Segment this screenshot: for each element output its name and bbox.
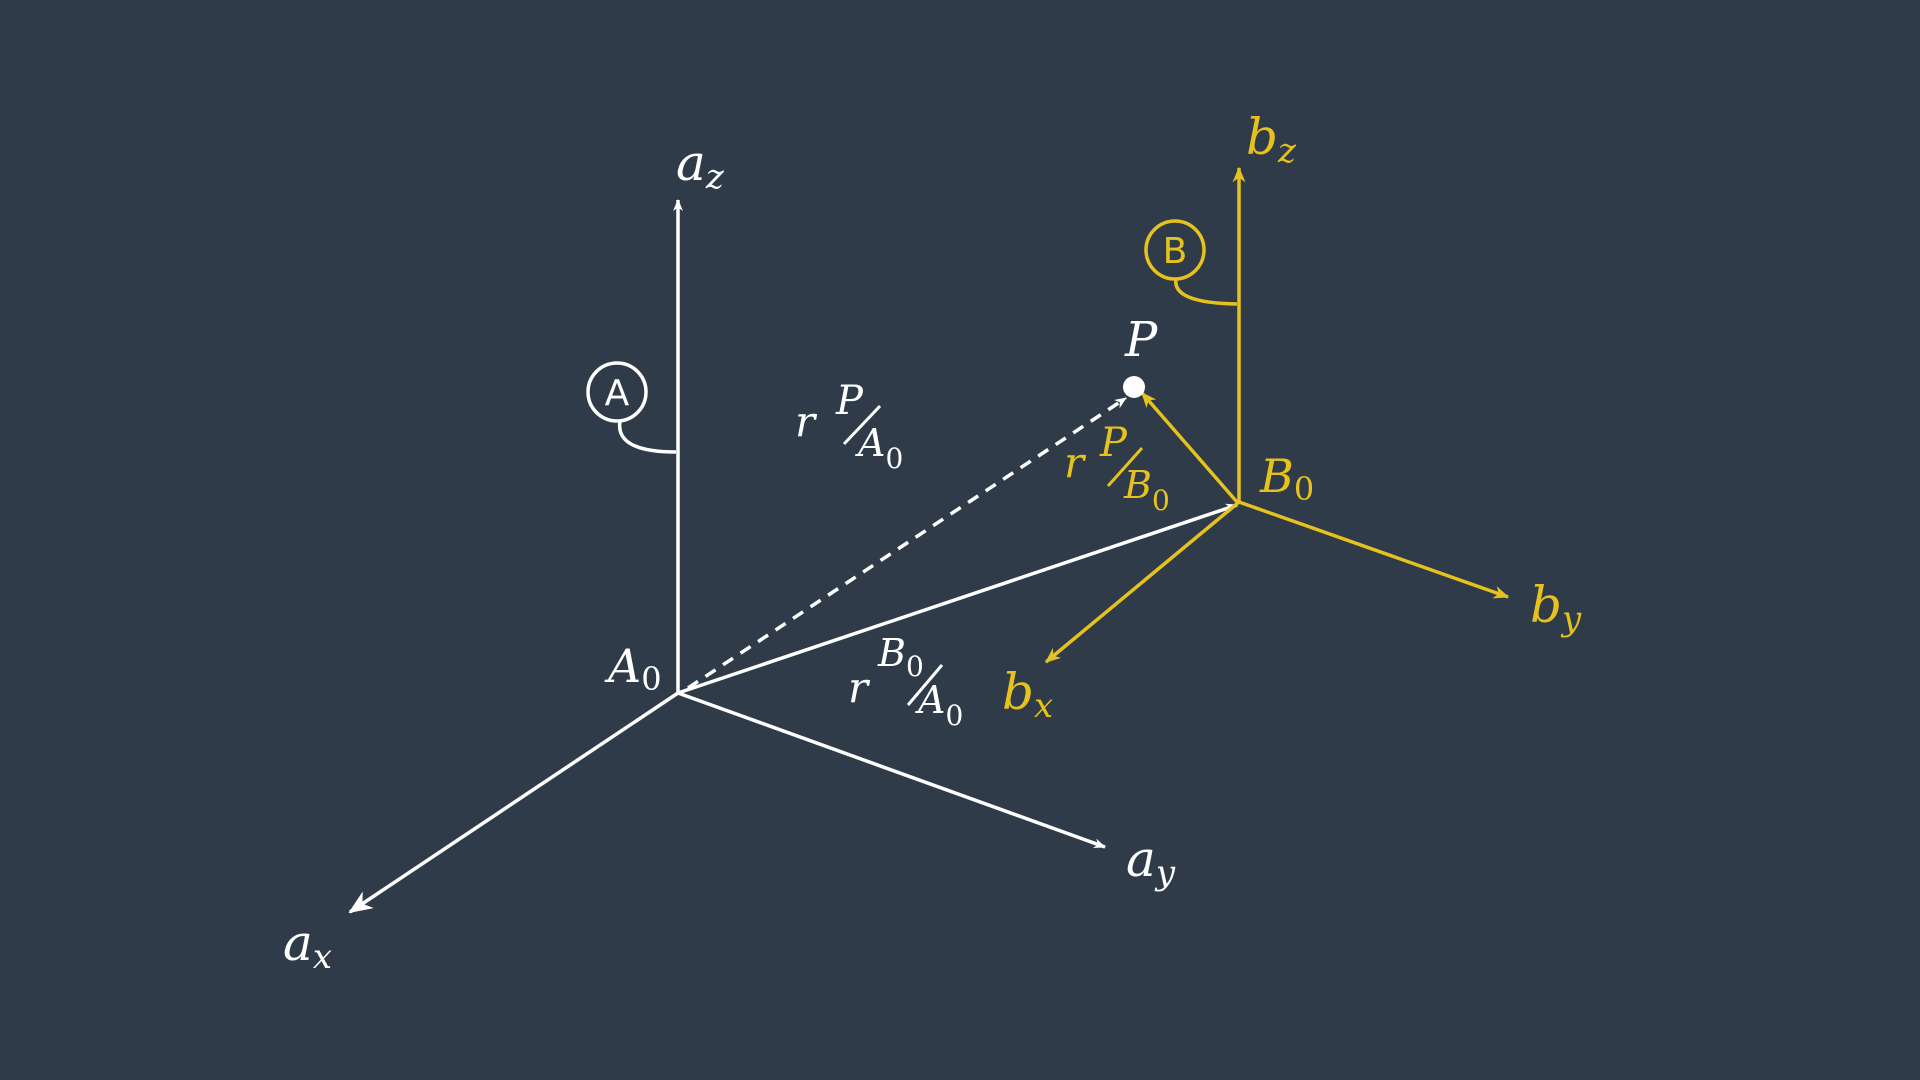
- label-r-p-b0-den: B0: [1123, 463, 1170, 517]
- label-r-b0-a0: r B0 A0: [848, 631, 963, 732]
- label-r-b0-a0-slash: [906, 664, 944, 706]
- label-r-p-b0-r: r: [1064, 438, 1087, 487]
- vector-r-b0-a0: [677, 503, 1238, 695]
- label-r-p-b0-slash: [1106, 446, 1144, 488]
- label-r-p-b0: r P B0: [1064, 420, 1170, 517]
- frame-a-z-label: az: [676, 134, 725, 197]
- frame-b-x-axis: [1044, 500, 1241, 664]
- vector-r-p-a0: [687, 396, 1127, 690]
- frame-a-y-axis: [677, 691, 1106, 849]
- label-r-b0-a0-r: r: [848, 663, 871, 712]
- position-vectors: r P A0 r P B0 r B0 A0: [677, 378, 1239, 732]
- point-p-dot: [1123, 376, 1145, 398]
- frame-a-origin-label: A0: [604, 639, 662, 698]
- label-r-p-b0-sup: P: [1099, 420, 1128, 466]
- frame-a: A A0 az ax ay: [283, 134, 1176, 977]
- label-r-p-a0-den: A0: [855, 421, 903, 475]
- frame-b-z-label: bz: [1246, 108, 1297, 171]
- label-r-b0-a0-den: A0: [915, 678, 963, 732]
- frame-b-origin-label: B0: [1259, 449, 1314, 508]
- frame-b-y-label: by: [1530, 576, 1582, 639]
- label-r-p-a0-slash: [842, 404, 882, 446]
- frame-b-x-label: bx: [1002, 663, 1053, 726]
- label-r-p-a0-r: r: [795, 397, 818, 446]
- frame-b-marker-tail: [1174, 278, 1238, 306]
- frame-a-x-axis: [348, 691, 679, 914]
- frame-a-marker-tail: [617, 420, 677, 454]
- frame-b-marker-label: B: [1163, 231, 1188, 272]
- label-r-p-a0-sup: P: [835, 378, 864, 424]
- label-r-p-a0: r P A0: [795, 378, 903, 475]
- frame-a-x-label: ax: [283, 914, 332, 977]
- frame-a-y-label: ay: [1126, 830, 1176, 893]
- vector-r-p-b0: [1140, 391, 1239, 504]
- frame-b: B B0 bz bx by: [1002, 108, 1582, 726]
- point-p: P: [1123, 312, 1158, 398]
- frame-a-marker-label: A: [605, 373, 630, 414]
- label-r-b0-a0-sup: B0: [877, 631, 924, 683]
- frame-a-marker-circle: [586, 361, 648, 423]
- frame-b-y-axis: [1238, 500, 1510, 599]
- point-p-label: P: [1124, 312, 1158, 368]
